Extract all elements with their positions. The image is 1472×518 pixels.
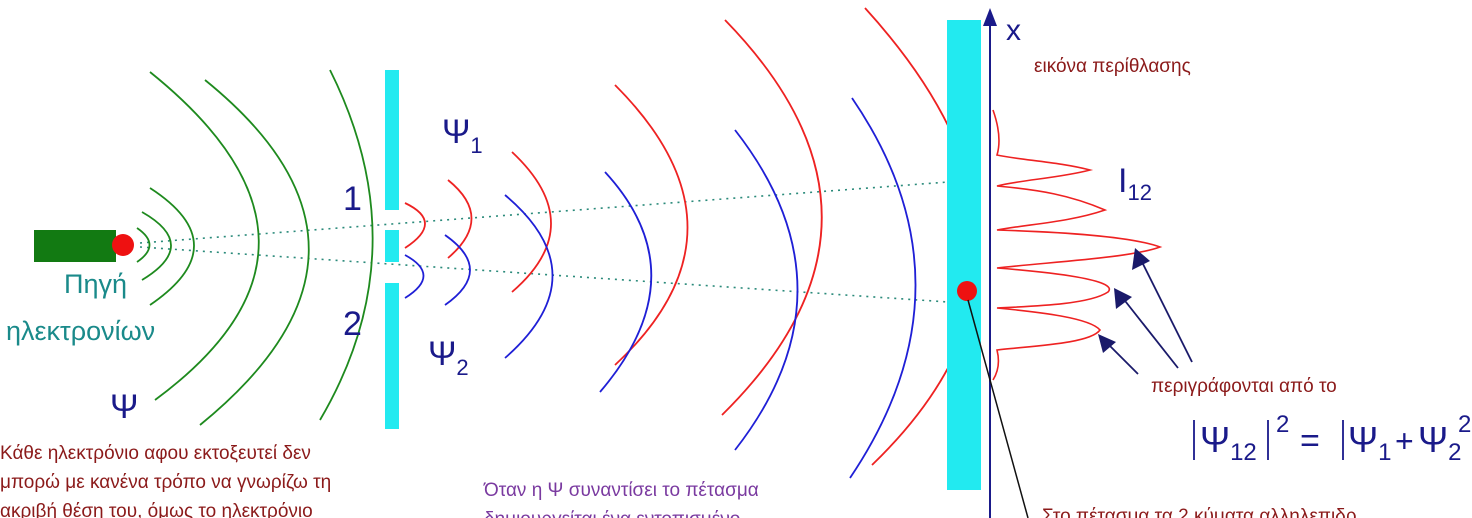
lobe-arrow-3-shaft xyxy=(1105,341,1139,375)
lobe-arrow-1-shaft xyxy=(1139,257,1193,363)
source-dot xyxy=(112,234,134,256)
formula-lhs: Ψ12 xyxy=(1200,419,1257,466)
dotted-ray-upper xyxy=(139,181,949,244)
red-wave-1 xyxy=(404,202,426,249)
source-wavefronts xyxy=(136,69,374,426)
formula-rhs-a: Ψ1 xyxy=(1348,419,1391,466)
formula-rhs-b: Ψ2 xyxy=(1418,419,1461,466)
blue-wave-1 xyxy=(404,254,425,299)
dotted-ray-lines xyxy=(139,181,949,303)
electron-gun xyxy=(34,230,116,262)
note-mid-line2: δημιουργείται ένα εντοπισμένο xyxy=(484,509,740,518)
red-wave-2 xyxy=(447,179,473,259)
lobe-arrow-3-head xyxy=(1098,334,1116,353)
source-label-line1: Πηγή xyxy=(64,269,127,299)
interference-pattern xyxy=(992,109,1163,381)
detection-screen xyxy=(947,20,981,490)
red-wave-4 xyxy=(614,84,689,366)
blue-wavefronts xyxy=(404,97,917,479)
x-axis-label: x xyxy=(1006,14,1021,47)
barrier-top xyxy=(385,70,399,210)
note-left-line2: μπορώ με κανένα τρόπο να γνωρίζω τη xyxy=(0,472,331,493)
formula-rhs-sup: 2 xyxy=(1458,411,1471,438)
lobe-arrows xyxy=(1098,248,1193,375)
lobe-arrow-1-head xyxy=(1132,248,1150,270)
green-wave-2 xyxy=(141,211,172,281)
blue-wave-5 xyxy=(734,129,799,451)
barrier-middle xyxy=(385,230,399,262)
barrier-bottom xyxy=(385,283,399,429)
note-mid-line1: Όταν η Ψ συναντίσει το πέτασμα xyxy=(483,480,759,501)
x-axis-arrowhead xyxy=(983,8,997,26)
i12-label: I12 xyxy=(1118,162,1152,205)
psi2-label: Ψ2 xyxy=(428,335,469,380)
slit1-label: 1 xyxy=(343,180,362,218)
note-right-line1: Στο πέτασμα τα 2 κύματα αλληλεπιδρ xyxy=(1042,506,1357,518)
blue-wave-6 xyxy=(849,97,917,479)
detection-dot xyxy=(957,281,977,301)
blue-wave-3 xyxy=(504,194,554,359)
source-label-line2: ηλεκτρονίων xyxy=(6,316,155,346)
green-wave-1 xyxy=(136,227,151,263)
blue-wave-4 xyxy=(599,171,653,393)
psi1-label: Ψ1 xyxy=(442,113,483,158)
formula-lhs-sup: 2 xyxy=(1276,411,1289,438)
dot-pointer-line xyxy=(967,299,1029,518)
note-left-line1: Κάθε ηλεκτρόνιο αφου εκτοξευτεί δεν xyxy=(0,443,311,464)
pattern-title: εικόνα περίθλασης xyxy=(1034,56,1191,77)
note-left-line3: ακριβή θέση του, όμως το ηλεκτρόνιο xyxy=(0,501,313,518)
red-wave-3 xyxy=(511,151,552,293)
red-wave-5 xyxy=(721,19,823,416)
formula-equals: = xyxy=(1300,422,1320,460)
blue-wave-2 xyxy=(444,234,471,306)
probability-formula: Ψ12 2 = Ψ1 + Ψ2 2 xyxy=(1193,411,1471,466)
slit-barrier xyxy=(385,70,399,429)
described-by-text: περιγράφονται από το xyxy=(1151,376,1337,397)
green-wave-5 xyxy=(199,79,310,426)
dotted-ray-lower xyxy=(139,246,949,303)
psi-label: Ψ xyxy=(110,388,138,426)
slit2-label: 2 xyxy=(343,305,362,343)
formula-plus: + xyxy=(1395,423,1414,459)
green-wave-3 xyxy=(149,187,195,306)
x-axis xyxy=(983,8,997,518)
green-wave-4 xyxy=(149,71,260,401)
lobe-arrow-2-shaft xyxy=(1121,296,1179,369)
lobe-arrow-2-head xyxy=(1114,288,1132,309)
green-wave-6 xyxy=(319,69,374,421)
